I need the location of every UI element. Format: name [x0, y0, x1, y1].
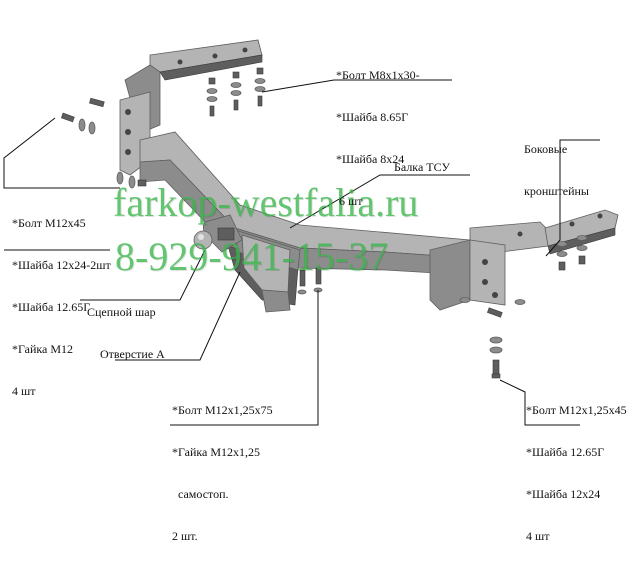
label-line: *Шайба 12х24-2шт	[12, 258, 111, 272]
right-bolt-set	[459, 235, 588, 379]
right-side-bracket	[429, 209, 619, 311]
label-line: *Шайба 12.65Г	[526, 445, 605, 459]
label-line: *Шайба 12х24	[526, 487, 601, 501]
label-line: *Гайка М12х1,25	[172, 445, 261, 459]
label-line: кронштейны	[524, 184, 589, 198]
label-right-bolts: *Болт М12х1,25х45 *Шайба 12.65Г *Шайба 1…	[526, 375, 627, 571]
leader-lines	[3, 79, 600, 426]
towbar-assembly-diagram: farkop-westfalia.ru 8-929-941-15-37 *Бол…	[3, 39, 627, 543]
top-bolt-set	[206, 67, 266, 117]
center-bolt-set	[297, 267, 323, 295]
label-line: 2 шт.	[172, 529, 198, 543]
label-left-bolts: *Болт М12х45 *Шайба 12х24-2шт *Шайба 12.…	[12, 188, 111, 426]
label-line: 4 шт	[526, 529, 550, 543]
label-line: *Шайба 8х24	[336, 152, 405, 166]
towbar-drawing	[3, 39, 619, 426]
label-hole: Отверстие А	[100, 347, 165, 361]
label-line: Боковые	[524, 142, 568, 156]
watermark-site: farkop-westfalia.ru	[113, 180, 419, 225]
label-line: *Шайба 8.65Г	[336, 110, 409, 124]
left-bolt-set	[60, 97, 147, 189]
label-ball: Сцепной шар	[87, 305, 156, 319]
label-line: *Болт М12х1,25х45	[526, 403, 627, 417]
tow-ball	[193, 214, 243, 253]
label-line: *Гайка М12	[12, 342, 74, 356]
label-line: 6 шт	[336, 194, 363, 208]
label-side-brackets: Боковые кронштейны	[524, 114, 589, 226]
watermark-phone: 8-929-941-15-37	[115, 234, 389, 279]
label-line: *Шайба 12.65Г	[12, 300, 91, 314]
label-line: самостоп.	[172, 487, 229, 501]
label-line: *Болт М12х1,25х75	[172, 403, 273, 417]
label-line: *Болт М12х45	[12, 216, 86, 230]
label-top-bolts: *Болт М8х1х30- *Шайба 8.65Г *Шайба 8х24 …	[336, 40, 420, 236]
label-line: *Болт М8х1х30-	[336, 68, 420, 82]
label-center-bolts: *Болт М12х1,25х75 *Гайка М12х1,25 самост…	[172, 375, 273, 571]
label-beam: Балка ТСУ	[394, 160, 450, 174]
label-line: 4 шт	[12, 384, 36, 398]
left-side-bracket	[119, 39, 263, 176]
